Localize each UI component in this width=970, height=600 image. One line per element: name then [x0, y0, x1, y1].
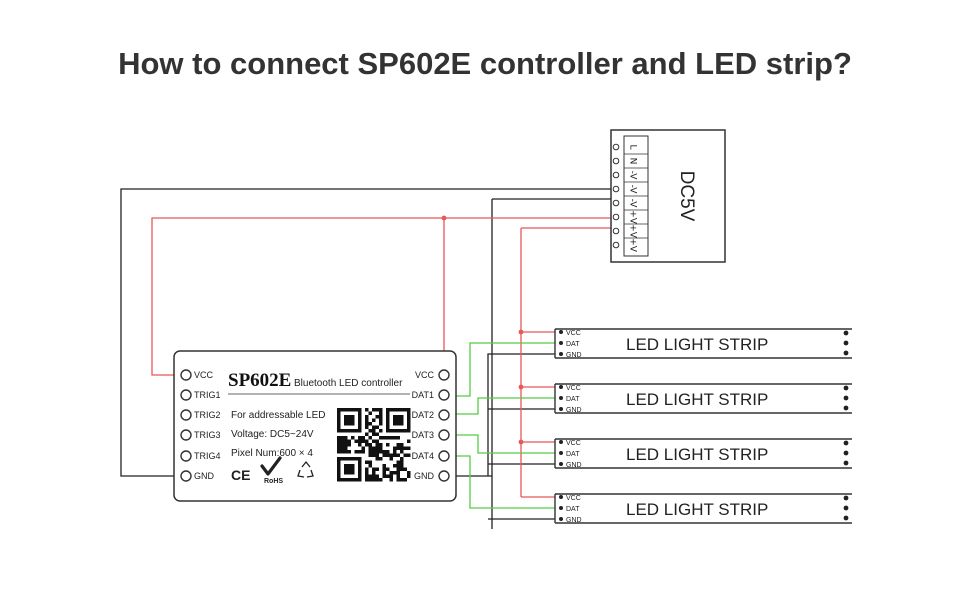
strip-pin-gnd: GND [566, 462, 582, 469]
positive-junctions [441, 215, 524, 445]
led-strip-2: VCC DAT GND LED LIGHT STRIP [554, 383, 852, 414]
positive-wires [151, 217, 618, 498]
psu-terminal-neg-1: -V [628, 171, 638, 181]
page-title: How to connect SP602E controller and LED… [118, 46, 852, 81]
led-strip-1: VCC DAT GND LED LIGHT STRIP [554, 328, 852, 359]
strip-pin-vcc: VCC [566, 440, 581, 447]
psu-terminal-l: L [628, 144, 638, 149]
recycle-icon [297, 460, 314, 478]
controller-model: SP602E [228, 370, 291, 391]
psu-terminal-neg-3: -V [628, 199, 638, 209]
pin-label-trig1: TRIG1 [194, 390, 221, 400]
strip-label: LED LIGHT STRIP [626, 390, 768, 409]
data-wires [450, 342, 555, 509]
psu-terminal-neg-2: -V [628, 185, 638, 195]
strip-pin-gnd: GND [566, 517, 582, 524]
ce-mark: CE [231, 467, 250, 483]
led-strip-3: VCC DAT GND LED LIGHT STRIP [554, 438, 852, 469]
pin-label-trig3: TRIG3 [194, 430, 221, 440]
controller-spec-3: Pixel Num:600 × 4 [231, 448, 313, 459]
strip-pin-vcc: VCC [566, 495, 581, 502]
qr-code-icon [336, 407, 412, 483]
pin-label-dat3: DAT3 [412, 430, 434, 440]
rohs-mark: RoHS [264, 478, 283, 485]
pin-label-trig2: TRIG2 [194, 410, 221, 420]
strip-pin-dat: DAT [566, 396, 580, 403]
strip-pin-vcc: VCC [566, 330, 581, 337]
strip-pin-dat: DAT [566, 341, 580, 348]
strip-label: LED LIGHT STRIP [626, 335, 768, 354]
led-strip-4: VCC DAT GND LED LIGHT STRIP [554, 493, 852, 524]
power-supply: L N -V -V -V +V +V +V DC5V [610, 129, 726, 263]
pin-label-dat1: DAT1 [412, 390, 434, 400]
controller-subtitle: Bluetooth LED controller [294, 378, 403, 389]
controller-spec-2: Voltage: DC5~24V [231, 429, 314, 440]
psu-terminal-screws [612, 143, 620, 249]
strip-pin-dat: DAT [566, 506, 580, 513]
rohs-check-icon [260, 456, 282, 476]
strip-label: LED LIGHT STRIP [626, 500, 768, 519]
controller-right-pin-holes [438, 369, 450, 482]
strip-pin-gnd: GND [566, 407, 582, 414]
pin-label-dat2: DAT2 [412, 410, 434, 420]
strip-pin-gnd: GND [566, 352, 582, 359]
psu-terminal-dividers [624, 153, 648, 239]
pin-label-right-vcc: VCC [415, 370, 435, 380]
psu-terminal-pos-1: +V [628, 210, 638, 225]
sp602e-controller: VCC TRIG1 TRIG2 TRIG3 TRIG4 GND VCC DAT1… [173, 350, 457, 502]
controller-spec-1: For addressable LED [231, 410, 326, 421]
pin-label-dat4: DAT4 [412, 451, 434, 461]
psu-terminal-pos-3: +V [628, 238, 638, 253]
pin-label-right-gnd: GND [414, 471, 435, 481]
strip-label: LED LIGHT STRIP [626, 445, 768, 464]
pin-label-left-vcc: VCC [194, 370, 214, 380]
pin-label-trig4: TRIG4 [194, 451, 221, 461]
psu-terminal-pos-2: +V [628, 224, 638, 239]
psu-terminal-n: N [628, 158, 638, 165]
psu-voltage-label: DC5V [676, 171, 697, 222]
strip-pin-dat: DAT [566, 451, 580, 458]
strip-pin-vcc: VCC [566, 385, 581, 392]
controller-left-pin-holes [180, 369, 192, 482]
pin-label-left-gnd: GND [194, 471, 215, 481]
